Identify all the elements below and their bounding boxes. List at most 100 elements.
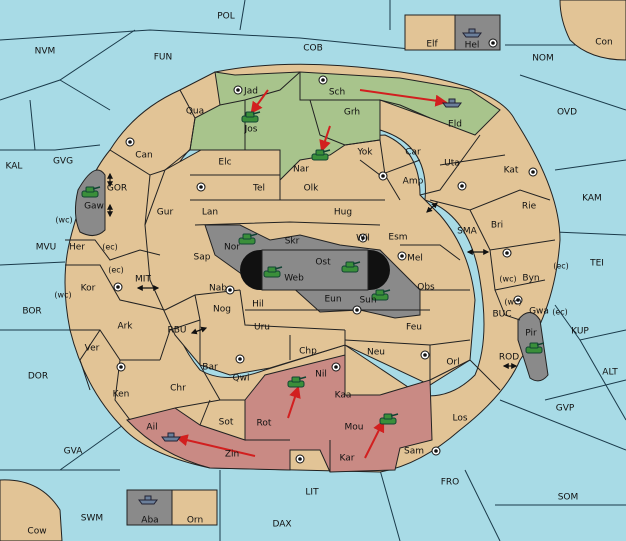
territory-rot: Rot [257, 419, 272, 429]
territory-hel: Hel [465, 41, 480, 51]
territory-ost: Ost [315, 258, 331, 268]
sea-nvm: NVM [35, 47, 56, 57]
territory-ver: Ver [85, 344, 100, 354]
territory-byn-wc: (wc) [499, 275, 516, 284]
territory-uru: Uru [254, 323, 270, 333]
territory-bar: Bar [202, 363, 218, 373]
sea-nom: NOM [532, 54, 554, 64]
territory-cow: Cow [27, 527, 46, 537]
crossing-markers [107, 172, 518, 369]
territory-gwa: Gwa [529, 307, 549, 317]
territory-her-ec: (ec) [102, 243, 118, 252]
territory-lan: Lan [202, 208, 218, 218]
territory-jad: Jad [243, 87, 258, 97]
territory-gwa-wc: (wc) [504, 298, 521, 307]
territory-eld: Eld [448, 120, 462, 130]
territory-orl: Orl [446, 358, 459, 368]
territory-kor: Kor [81, 284, 96, 294]
sea-sma: SMA [457, 227, 477, 237]
territory-kor-ec: (ec) [108, 266, 124, 275]
territory-nab: Nab [209, 284, 227, 294]
territory-aba: Aba [141, 516, 158, 526]
territory-ken: Ken [113, 390, 130, 400]
sea-fun: FUN [154, 53, 173, 63]
sea-cob: COB [303, 44, 323, 54]
sea-ovd: OVD [557, 108, 577, 118]
sea-gvg: GVG [53, 157, 73, 167]
territory-gaw: Gaw [84, 202, 104, 212]
territory-zin: Zin [225, 450, 239, 460]
territory-nil: Nil [315, 370, 327, 380]
sea-som: SOM [558, 493, 579, 503]
territory-ark: Ark [117, 322, 133, 332]
territory-gwa-ec: (ec) [552, 308, 568, 317]
island-elf-hel [404, 14, 501, 51]
territory-nar: Nar [293, 165, 309, 175]
territory-sun: Sun [359, 296, 376, 306]
territory-kat: Kat [504, 166, 519, 176]
territory-con: Con [595, 38, 613, 48]
territory-tel: Tel [252, 184, 265, 194]
sea-swm: SWM [81, 514, 103, 524]
territory-esm: Esm [388, 233, 407, 243]
territory-ail: Ail [146, 423, 157, 433]
territory-uta: Uta [444, 159, 460, 169]
territory-web: Web [284, 274, 304, 284]
sea-gvp: GVP [556, 404, 575, 414]
territory-feu: Feu [406, 323, 422, 333]
land-labels: Con Elf Hel Cow Aba Orn Jad Sch Qua Jos … [27, 38, 612, 537]
territory-amp: Amp [403, 177, 424, 187]
territory-elc: Elc [218, 158, 231, 168]
territory-kaa: Kaa [335, 391, 352, 401]
territory-obs: Obs [417, 283, 435, 293]
territory-skr: Skr [285, 237, 300, 247]
territory-sch: Sch [329, 88, 345, 98]
region-gaw [74, 169, 106, 236]
territory-chr: Chr [170, 384, 186, 394]
sea-pol: POL [217, 12, 235, 22]
territory-mel: Mel [407, 254, 423, 264]
impassable-capsule [240, 249, 390, 291]
sea-alt: ALT [602, 368, 618, 378]
sea-buc: BUC [492, 310, 511, 320]
territory-borders [65, 71, 556, 472]
sea-kam: KAM [582, 194, 602, 204]
sea-tei: TEI [589, 259, 604, 269]
territory-sot: Sot [219, 418, 234, 428]
sea-fro: FRO [441, 478, 460, 488]
territory-byn: Byn [522, 274, 539, 284]
territory-mou: Mou [345, 423, 364, 433]
sea-kup: KUP [571, 327, 589, 337]
sea-rod: ROD [499, 353, 519, 363]
territory-kor-wc: (wc) [54, 291, 71, 300]
territory-pir: Pir [525, 329, 537, 339]
region-red [126, 354, 433, 473]
territory-eun: Eun [324, 295, 341, 305]
territory-bri: Bri [491, 221, 503, 231]
territory-car: Car [405, 148, 421, 158]
supply-centers [113, 38, 538, 464]
territory-olk: Olk [304, 184, 320, 194]
territory-jos: Jos [244, 125, 258, 135]
sea-dax: DAX [272, 520, 291, 530]
sea-labels: POL NVM FUN COB NOM OVD KAL GVG GOR KAM … [6, 12, 619, 530]
territory-grh: Grh [344, 108, 360, 118]
territory-wil: Wil [356, 234, 370, 244]
territory-elf: Elf [426, 40, 438, 50]
sea-gva: GVA [64, 447, 84, 457]
territory-chp: Chp [299, 347, 317, 357]
coast-tags: (wc) (ec) (ec) (wc) (wc) (ec) (wc) (ec) [54, 216, 568, 317]
sea-rbu: RBU [167, 326, 186, 336]
territory-sap: Sap [194, 253, 211, 263]
sea-gor: GOR [107, 184, 127, 194]
territory-qua: Qua [186, 107, 204, 117]
territory-gvg-wc: (wc) [55, 216, 72, 225]
territory-byn-ec: (ec) [553, 262, 569, 271]
territory-can: Can [135, 151, 153, 161]
sea-mvu: MVU [36, 243, 57, 253]
territory-her: Her [69, 243, 85, 253]
sea-dor: DOR [28, 372, 48, 382]
